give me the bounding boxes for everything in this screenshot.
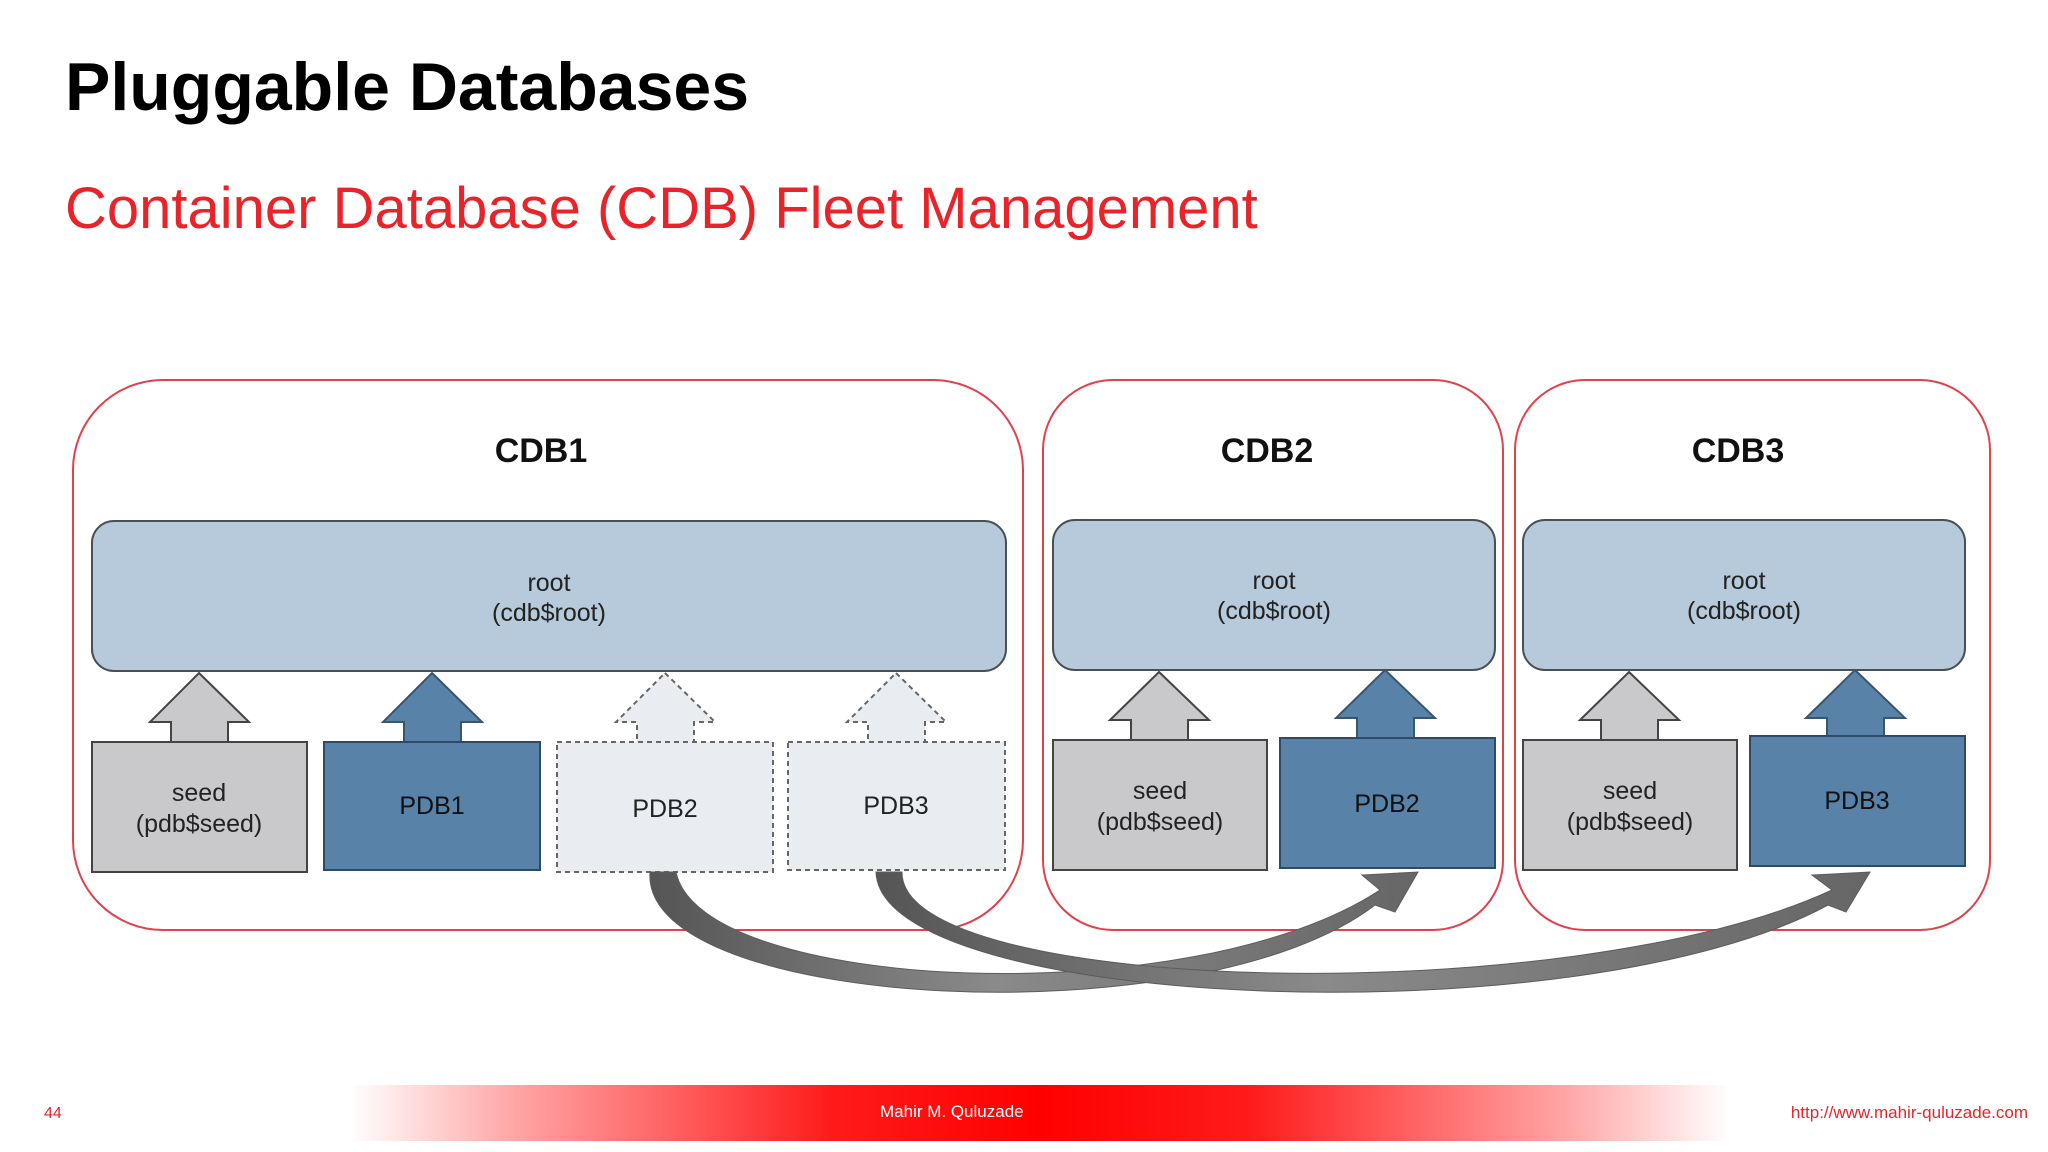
- cdb3-label: CDB3: [1692, 432, 1785, 470]
- relocate-pdb2-arrow: [649, 871, 1419, 993]
- cdb1-label: CDB1: [495, 432, 588, 470]
- cdb1-seed-id: (pdb$seed): [136, 810, 262, 838]
- cdb2-label: CDB2: [1221, 432, 1314, 470]
- cdb3-pdb3-name: PDB3: [1824, 787, 1889, 815]
- cdb3-root-box: [1522, 519, 1966, 671]
- cdb1-root-box: [91, 520, 1007, 672]
- cdb2-seed-id: (pdb$seed): [1097, 808, 1223, 836]
- cdb1-root-name: root: [527, 569, 570, 597]
- cdb2-pdb2-box: [1279, 737, 1496, 869]
- cdb3-root-id: (cdb$root): [1687, 597, 1801, 625]
- cdb1-pdb1-name: PDB1: [399, 792, 464, 820]
- cdb2-root-name: root: [1252, 567, 1295, 595]
- page-number: 44: [44, 1105, 62, 1122]
- website-link[interactable]: http://www.mahir-quluzade.com: [1790, 1103, 2028, 1122]
- cdb2-seed-name: seed: [1133, 777, 1187, 805]
- cdb3-root-name: root: [1722, 567, 1765, 595]
- slide-subtitle: Container Database (CDB) Fleet Managemen…: [65, 176, 1258, 241]
- author-name: Mahir M. Quluzade: [880, 1102, 1024, 1121]
- slide-title: Pluggable Databases: [65, 49, 750, 125]
- cdb2-pdb2-name: PDB2: [1354, 790, 1419, 818]
- cdb1-pdb2-box: [556, 741, 774, 873]
- footer-band: [350, 1085, 1730, 1141]
- relocate-pdb3-arrow: [875, 871, 1871, 993]
- cdb3-seed-name: seed: [1603, 777, 1657, 805]
- cdb3-seed-id: (pdb$seed): [1567, 808, 1693, 836]
- cdb3-pdb3-box: [1749, 735, 1966, 867]
- cdb1-pdb1-box: [323, 741, 541, 871]
- cdb1-pdb3-box: [787, 741, 1006, 871]
- cdb1-seed-name: seed: [172, 779, 226, 807]
- cdb3-seed-box: [1522, 739, 1738, 871]
- cdb1-pdb2-name: PDB2: [632, 795, 697, 823]
- cdb2-seed-box: [1052, 739, 1268, 871]
- cdb1-seed-box: [91, 741, 308, 873]
- cdb2-root-box: [1052, 519, 1496, 671]
- cdb1-root-id: (cdb$root): [492, 599, 606, 627]
- cdb2-root-id: (cdb$root): [1217, 597, 1331, 625]
- cdb1-pdb3-name: PDB3: [863, 792, 928, 820]
